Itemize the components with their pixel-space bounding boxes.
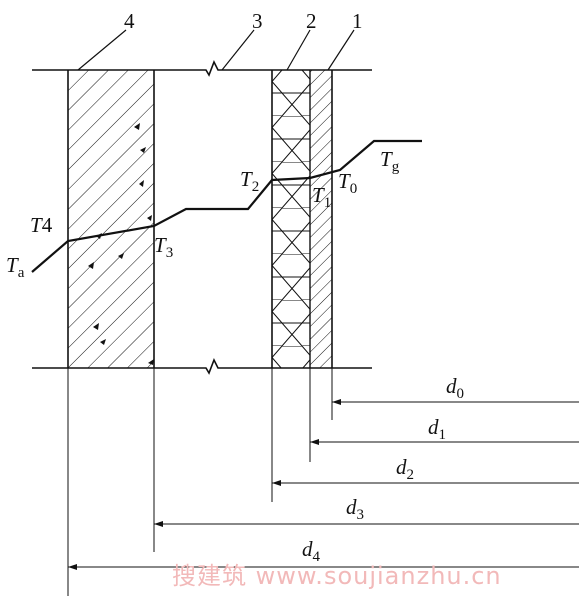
layer-number-4: 4 [124,9,135,33]
temperature-profile-line [31,139,422,273]
layer-number-2: 2 [306,9,317,33]
extension-lines [67,368,333,596]
layer-number-3: 3 [252,9,263,33]
dimension-lines [68,399,579,570]
label-d2: d2 [396,455,414,483]
label-Ta: Ta [6,253,25,281]
label-d3: d3 [346,495,364,523]
layer-leader-lines [77,29,355,71]
section-boundaries [32,60,372,375]
label-d0: d0 [446,374,464,402]
layer-1-inner-lining [309,70,333,368]
label-d1: d1 [428,415,446,443]
label-T0: T0 [338,169,357,197]
watermark: 搜建筑 www.soujianzhu.cn [172,562,502,590]
label-T4: T4 [30,213,53,237]
label-T1: T1 [312,183,331,211]
layer-4-concrete-wall [67,70,155,368]
layer-2-honeycomb-insulation [271,70,310,368]
label-T3: T3 [154,233,173,261]
label-d4: d4 [302,537,321,565]
layer-number-1: 1 [352,9,363,33]
label-Tg: Tg [380,147,400,175]
label-T2: T2 [240,167,259,195]
